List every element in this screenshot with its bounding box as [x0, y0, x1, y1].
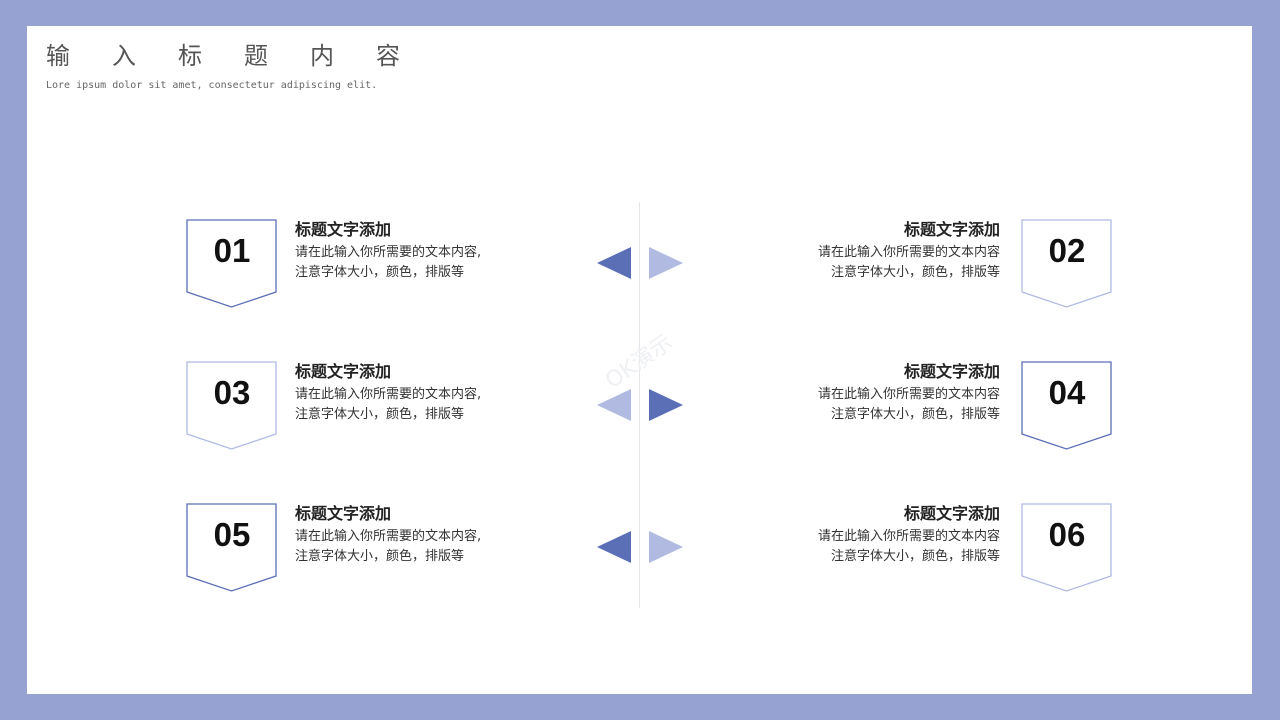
badge-number: 04 — [1048, 374, 1086, 411]
item-text-03: 标题文字添加 请在此输入你所需要的文本内容, 注意字体大小，颜色，排版等 — [295, 361, 545, 425]
item-title: 标题文字添加 — [903, 362, 1000, 381]
item-description: 请在此输入你所需要的文本内容, 注意字体大小，颜色，排版等 — [295, 527, 545, 567]
item-title: 标题文字添加 — [903, 220, 1000, 239]
item-05: 05 标题文字添加 请在此输入你所需要的文本内容, 注意字体大小，颜色，排版等 — [186, 503, 566, 593]
badge-05: 05 — [186, 503, 278, 593]
item-text-04: 标题文字添加 请在此输入你所需要的文本内容 注意字体大小，颜色，排版等 — [750, 361, 1000, 425]
badge-03: 03 — [186, 361, 278, 451]
item-desc-line: 注意字体大小，颜色，排版等 — [295, 407, 465, 422]
badge-shape-icon — [186, 503, 277, 592]
item-desc-line: 请在此输入你所需要的文本内容, — [295, 245, 482, 260]
item-desc-line: 注意字体大小，颜色，排版等 — [830, 265, 1000, 280]
badge-shape-icon — [1021, 361, 1112, 450]
item-title: 标题文字添加 — [295, 362, 392, 381]
item-desc-line: 请在此输入你所需要的文本内容 — [817, 245, 1000, 260]
badge-02: 02 — [1021, 219, 1113, 309]
badge-shape-icon — [1021, 219, 1112, 308]
item-text-06: 标题文字添加 请在此输入你所需要的文本内容 注意字体大小，颜色，排版等 — [750, 503, 1000, 567]
item-desc-line: 请在此输入你所需要的文本内容 — [817, 387, 1000, 402]
badge-06: 06 — [1021, 503, 1113, 593]
badge-shape-icon — [186, 361, 277, 450]
item-06: 06 标题文字添加 请在此输入你所需要的文本内容 注意字体大小，颜色，排版等 — [733, 503, 1113, 593]
item-desc-line: 注意字体大小，颜色，排版等 — [830, 549, 1000, 564]
badge-number: 06 — [1048, 516, 1086, 553]
item-title: 标题文字添加 — [295, 220, 392, 239]
item-desc-line: 请在此输入你所需要的文本内容, — [295, 529, 482, 544]
badge-number: 05 — [213, 516, 251, 553]
badge-04: 04 — [1021, 361, 1113, 451]
arrow-right-icon — [649, 247, 683, 279]
item-description: 请在此输入你所需要的文本内容 注意字体大小，颜色，排版等 — [750, 385, 1000, 425]
item-desc-line: 注意字体大小，颜色，排版等 — [830, 407, 1000, 422]
item-desc-line: 注意字体大小，颜色，排版等 — [295, 549, 465, 564]
item-desc-line: 注意字体大小，颜色，排版等 — [295, 265, 465, 280]
item-description: 请在此输入你所需要的文本内容, 注意字体大小，颜色，排版等 — [295, 243, 545, 283]
item-desc-line: 请在此输入你所需要的文本内容, — [295, 387, 482, 402]
item-text-05: 标题文字添加 请在此输入你所需要的文本内容, 注意字体大小，颜色，排版等 — [295, 503, 545, 567]
badge-01: 01 — [186, 219, 278, 309]
item-description: 请在此输入你所需要的文本内容 注意字体大小，颜色，排版等 — [750, 243, 1000, 283]
arrow-right-icon — [649, 389, 683, 421]
badge-number: 03 — [213, 374, 251, 411]
page-title: 输入标题内容 — [46, 42, 442, 70]
page-subtitle: Lore ipsum dolor sit amet, consectetur a… — [46, 80, 378, 91]
item-text-02: 标题文字添加 请在此输入你所需要的文本内容 注意字体大小，颜色，排版等 — [750, 219, 1000, 283]
slide-canvas: 输入标题内容 Lore ipsum dolor sit amet, consec… — [27, 26, 1252, 694]
arrow-right-icon — [649, 531, 683, 563]
item-02: 02 标题文字添加 请在此输入你所需要的文本内容 注意字体大小，颜色，排版等 — [733, 219, 1113, 309]
arrow-left-icon — [597, 247, 631, 279]
item-04: 04 标题文字添加 请在此输入你所需要的文本内容 注意字体大小，颜色，排版等 — [733, 361, 1113, 451]
badge-shape-icon — [1021, 503, 1112, 592]
center-divider — [639, 202, 640, 608]
arrow-left-icon — [597, 389, 631, 421]
item-03: 03 标题文字添加 请在此输入你所需要的文本内容, 注意字体大小，颜色，排版等 — [186, 361, 566, 451]
badge-number: 01 — [213, 232, 251, 269]
badge-shape-icon — [186, 219, 277, 308]
item-description: 请在此输入你所需要的文本内容 注意字体大小，颜色，排版等 — [750, 527, 1000, 567]
item-01: 01 标题文字添加 请在此输入你所需要的文本内容, 注意字体大小，颜色，排版等 — [186, 219, 566, 309]
item-desc-line: 请在此输入你所需要的文本内容 — [817, 529, 1000, 544]
arrow-left-icon — [597, 531, 631, 563]
item-text-01: 标题文字添加 请在此输入你所需要的文本内容, 注意字体大小，颜色，排版等 — [295, 219, 545, 283]
badge-number: 02 — [1048, 232, 1086, 269]
item-title: 标题文字添加 — [903, 504, 1000, 523]
watermark: OK演示 — [601, 330, 678, 395]
item-title: 标题文字添加 — [295, 504, 392, 523]
item-description: 请在此输入你所需要的文本内容, 注意字体大小，颜色，排版等 — [295, 385, 545, 425]
